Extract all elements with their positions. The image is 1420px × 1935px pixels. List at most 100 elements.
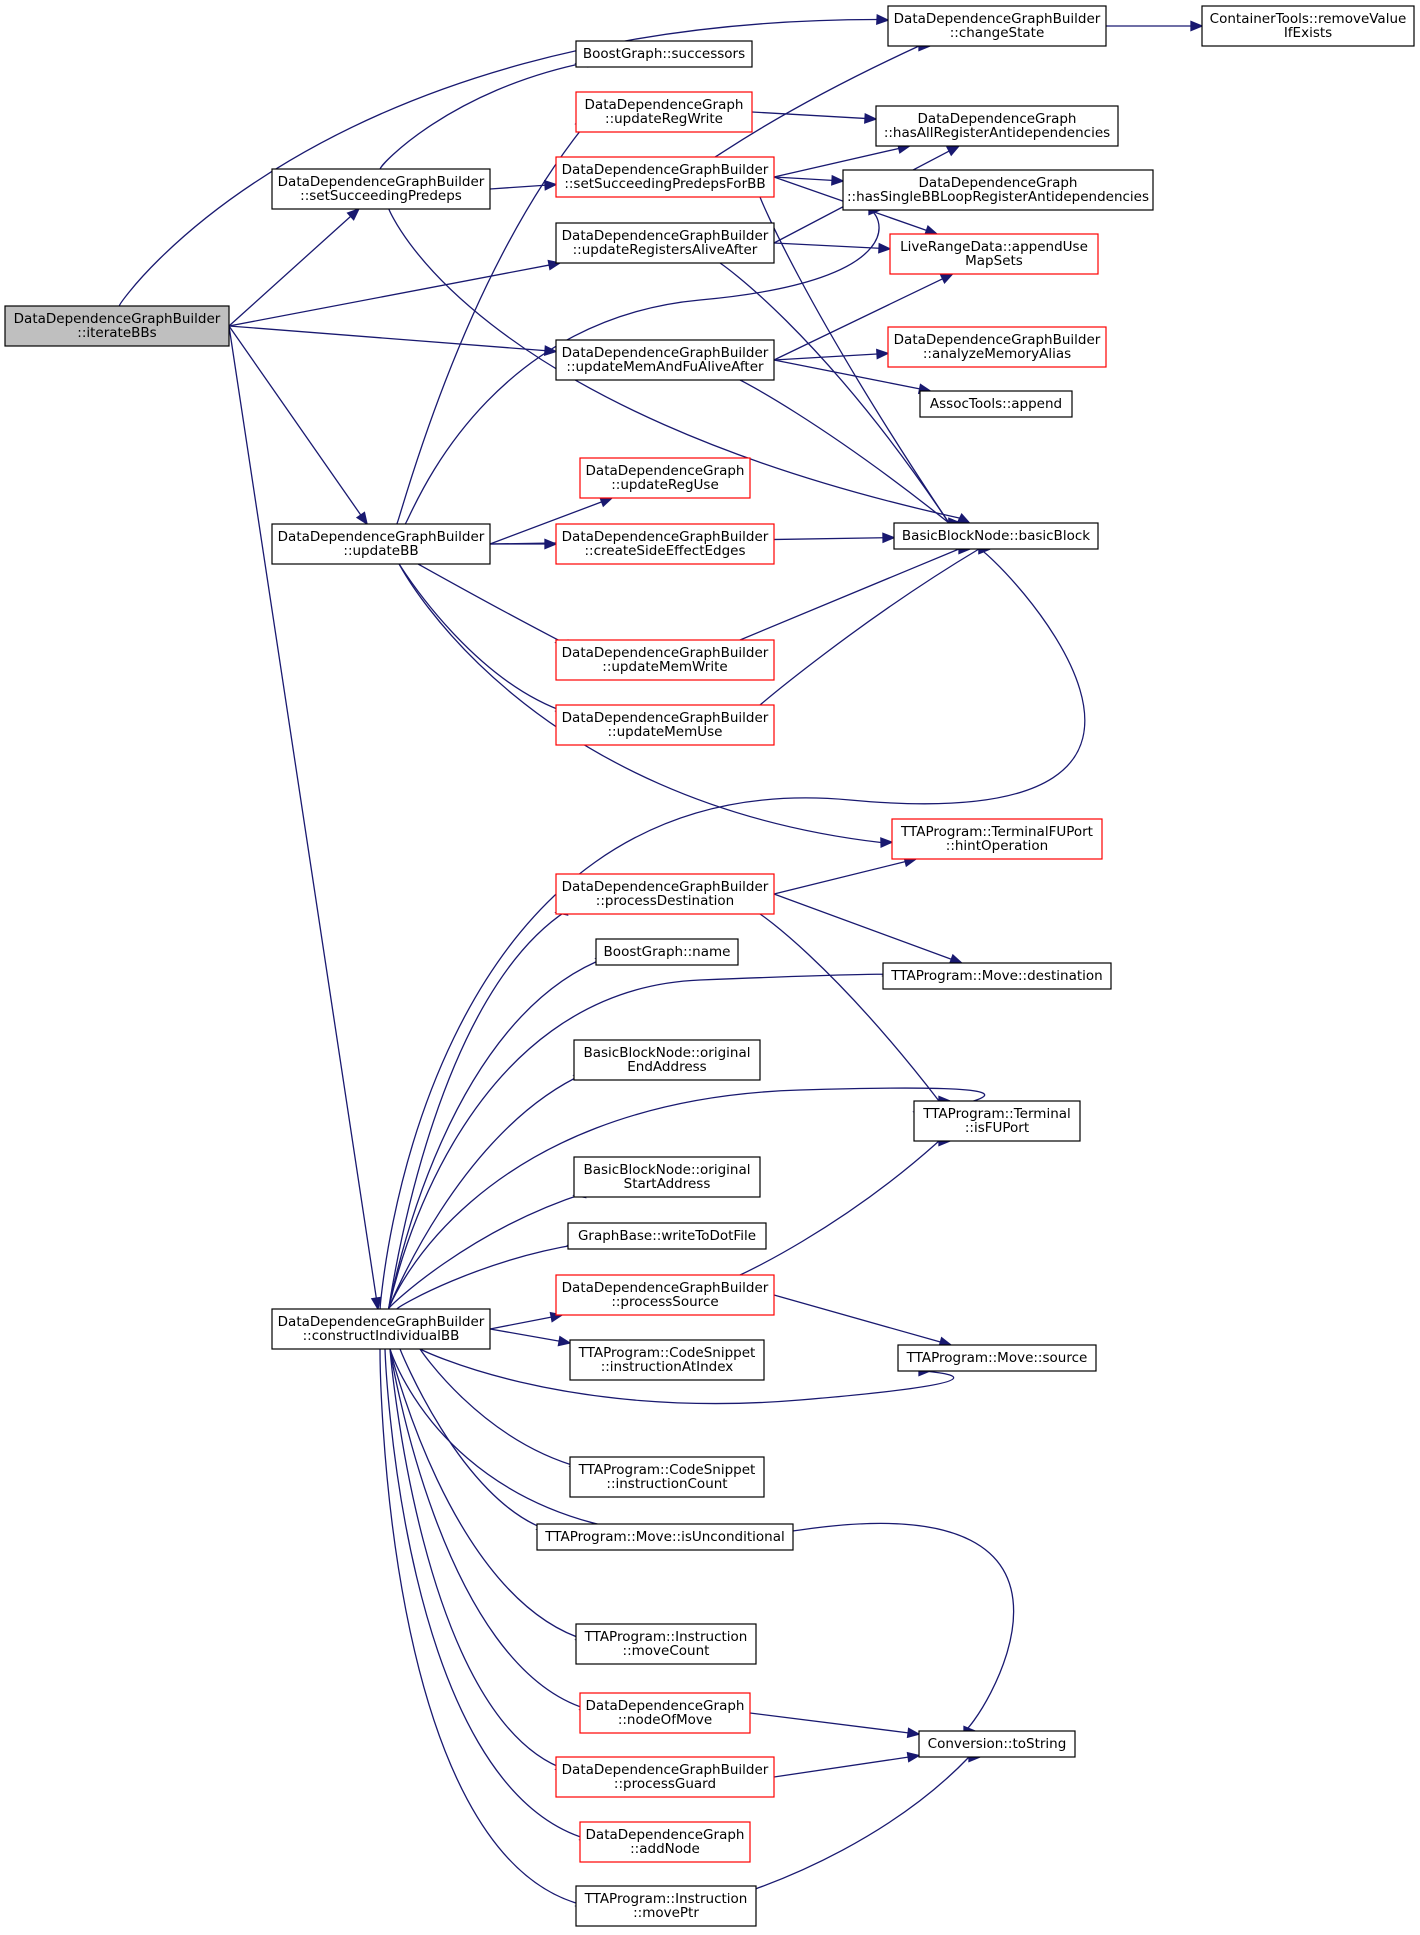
node-changeState[interactable]: DataDependenceGraphBuilder::changeState xyxy=(887,5,1107,47)
node-box xyxy=(575,40,753,68)
node-movePtr[interactable]: TTAProgram::Instruction::movePtr xyxy=(575,1885,757,1927)
edge-line xyxy=(773,893,952,960)
node-basicBlock[interactable]: BasicBlockNode::basicBlock xyxy=(893,522,1099,550)
node-label: ::constructIndividualBB xyxy=(303,1328,460,1344)
node-label: DataDependenceGraphBuilder xyxy=(562,1762,769,1778)
node-setSucceedingPredeps[interactable]: DataDependenceGraphBuilder::setSucceedin… xyxy=(271,168,491,210)
node-updateMemAndFuAliveAfter[interactable]: DataDependenceGraphBuilder::updateMemAnd… xyxy=(555,339,775,381)
node-box xyxy=(555,156,775,198)
edge-arrowhead xyxy=(876,14,890,25)
edge-line xyxy=(773,1294,941,1343)
node-label: ContainerTools::removeValue xyxy=(1210,11,1407,27)
node-toString[interactable]: Conversion::toString xyxy=(918,1730,1076,1758)
node-label: StartAddress xyxy=(624,1176,711,1192)
edge-constructIndividualBB-to-bgName xyxy=(387,951,609,1310)
node-constructIndividualBB[interactable]: DataDependenceGraphBuilder::constructInd… xyxy=(271,1308,491,1350)
node-updateMemWrite[interactable]: DataDependenceGraphBuilder::updateMemWri… xyxy=(555,639,775,681)
node-moveSource[interactable]: TTAProgram::Move::source xyxy=(897,1344,1097,1372)
node-label: DataDependenceGraphBuilder xyxy=(562,162,769,178)
node-updateRegWrite[interactable]: DataDependenceGraph::updateRegWrite xyxy=(575,91,753,133)
node-box xyxy=(555,523,775,565)
edge-constructIndividualBB-to-isUnconditional xyxy=(399,1348,549,1536)
node-label: ::addNode xyxy=(630,1841,700,1857)
node-analyzeMemoryAlias[interactable]: DataDependenceGraphBuilder::analyzeMemor… xyxy=(887,326,1107,368)
edge-arrowhead xyxy=(544,179,558,191)
node-instructionAtIndex[interactable]: TTAProgram::CodeSnippet::instructionAtIn… xyxy=(569,1339,765,1381)
node-label: IfExists xyxy=(1284,25,1332,41)
edge-constructIndividualBB-to-instructionAtIndex xyxy=(489,1328,572,1347)
edge-arrowhead xyxy=(599,496,614,508)
node-processGuard[interactable]: DataDependenceGraphBuilder::processGuard xyxy=(555,1756,775,1798)
edge-arrowhead xyxy=(906,1727,921,1739)
node-isFUPort[interactable]: TTAProgram::Terminal::isFUPort xyxy=(913,1100,1081,1142)
node-label: Conversion::toString xyxy=(928,1736,1067,1752)
node-label: DataDependenceGraphBuilder xyxy=(278,174,485,190)
node-successors[interactable]: BoostGraph::successors xyxy=(575,40,753,68)
node-setSucceedingPredepsForBB[interactable]: DataDependenceGraphBuilder::setSucceedin… xyxy=(555,156,775,198)
node-label: ::isFUPort xyxy=(965,1120,1029,1136)
node-writeToDotFile[interactable]: GraphBase::writeToDotFile xyxy=(567,1222,767,1250)
node-processSource[interactable]: DataDependenceGraphBuilder::processSourc… xyxy=(555,1274,775,1316)
node-hintOperation[interactable]: TTAProgram::TerminalFUPort::hintOperatio… xyxy=(891,818,1103,860)
node-box xyxy=(555,1274,775,1316)
edge-arrowhead xyxy=(882,532,896,544)
edge-updateMemAndFuAliveAfter-to-analyzeMemoryAlias xyxy=(773,348,890,361)
edge-arrowhead xyxy=(876,348,890,360)
node-iterateBBs[interactable]: DataDependenceGraphBuilder::iterateBBs xyxy=(4,305,230,347)
node-label: DataDependenceGraphBuilder xyxy=(562,1280,769,1296)
node-box xyxy=(891,818,1103,860)
node-addNode[interactable]: DataDependenceGraph::addNode xyxy=(579,1821,751,1863)
node-label: ::updateRegWrite xyxy=(605,111,723,127)
node-label: BoostGraph::name xyxy=(604,944,731,960)
node-box xyxy=(887,5,1107,47)
node-updateRegistersAliveAfter[interactable]: DataDependenceGraphBuilder::updateRegist… xyxy=(555,222,775,264)
edge-line xyxy=(714,45,920,158)
node-label: ::processGuard xyxy=(614,1776,716,1792)
edge-line xyxy=(389,1348,592,1711)
edge-updateRegistersAliveAfter-to-appendUseMapSets xyxy=(773,242,892,254)
edge-constructIndividualBB-to-processDestination xyxy=(387,905,569,1310)
node-label: ::instructionAtIndex xyxy=(601,1359,734,1375)
node-label: DataDependenceGraph xyxy=(586,463,745,479)
edge-line xyxy=(773,359,920,390)
node-processDestination[interactable]: DataDependenceGraphBuilder::processDesti… xyxy=(555,873,775,915)
edge-processSource-to-isFUPort xyxy=(739,1135,952,1276)
node-moveDestination[interactable]: TTAProgram::Move::destination xyxy=(882,962,1112,990)
node-label: ::createSideEffectEdges xyxy=(584,543,745,559)
node-label: ::hasSingleBBLoopRegisterAntidependencie… xyxy=(847,189,1149,205)
edge-setSucceedingPredepsForBB-to-hasSingleBBLoopRegisterAntidependencies xyxy=(773,174,845,186)
node-createSideEffectEdges[interactable]: DataDependenceGraphBuilder::createSideEf… xyxy=(555,523,775,565)
node-label: BoostGraph::successors xyxy=(583,46,745,62)
edge-line xyxy=(118,18,878,307)
edge-iterateBBs-to-setSucceedingPredeps xyxy=(228,207,361,327)
edge-line xyxy=(739,1140,940,1276)
node-box xyxy=(595,938,739,966)
node-nodeOfMove[interactable]: DataDependenceGraph::nodeOfMove xyxy=(579,1692,751,1734)
node-updateBB[interactable]: DataDependenceGraphBuilder::updateBB xyxy=(271,523,491,565)
edge-nodeOfMove-to-toString xyxy=(749,1712,921,1739)
node-label: BasicBlockNode::original xyxy=(583,1162,750,1178)
node-hasAllRegisterAntidependencies[interactable]: DataDependenceGraph::hasAllRegisterAntid… xyxy=(875,105,1119,147)
node-bgName[interactable]: BoostGraph::name xyxy=(595,938,739,966)
node-updateRegUse[interactable]: DataDependenceGraph::updateRegUse xyxy=(579,457,751,499)
node-box xyxy=(918,1730,1076,1758)
edge-line xyxy=(387,973,897,1310)
node-assocAppend[interactable]: AssocTools::append xyxy=(919,390,1073,418)
node-updateMemUse[interactable]: DataDependenceGraphBuilder::updateMemUse xyxy=(555,704,775,746)
edge-line xyxy=(489,1316,552,1330)
edge-processDestination-to-moveDestination xyxy=(773,893,964,965)
node-moveCount[interactable]: TTAProgram::Instruction::moveCount xyxy=(575,1623,757,1665)
node-label: ::processDestination xyxy=(596,893,734,909)
node-instructionCount[interactable]: TTAProgram::CodeSnippet::instructionCoun… xyxy=(569,1456,765,1498)
edge-setSucceedingPredeps-to-setSucceedingPredepsForBB xyxy=(489,179,558,191)
node-box xyxy=(579,1692,751,1734)
node-hasSingleBBLoopRegisterAntidependencies[interactable]: DataDependenceGraph::hasSingleBBLoopRegi… xyxy=(842,169,1154,211)
edge-iterateBBs-to-updateBB xyxy=(228,325,369,526)
node-label: ::processSource xyxy=(611,1294,718,1310)
node-isUnconditional[interactable]: TTAProgram::Move::isUnconditional xyxy=(536,1523,794,1551)
node-box xyxy=(573,1039,761,1081)
